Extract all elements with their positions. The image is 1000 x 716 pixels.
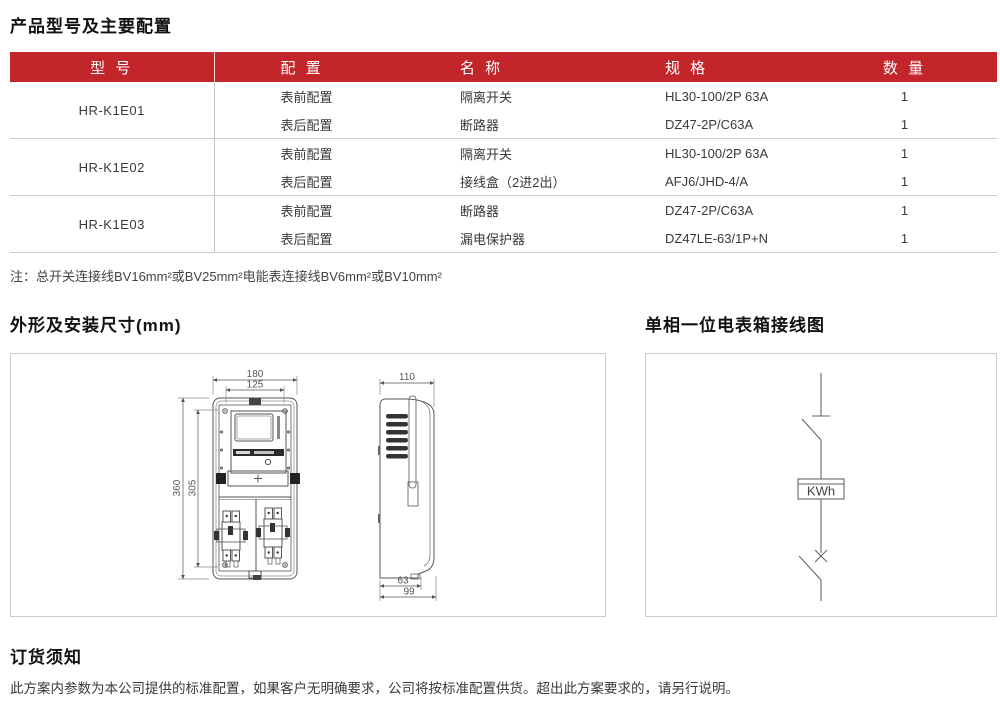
table-note: 注：总开关连接线BV16mm²或BV25mm²电能表连接线BV6mm²或BV10… xyxy=(10,269,442,284)
name-cell: 漏电保护器 xyxy=(440,224,645,253)
name-cell: 断路器 xyxy=(440,110,645,139)
spec-cell: DZ47-2P/C63A xyxy=(665,202,754,218)
qty-cell: 1 xyxy=(812,110,997,139)
breaker-switch-blade xyxy=(798,555,822,581)
name-cell: 隔离开关 xyxy=(460,146,513,162)
config-cell: 表后配置 xyxy=(214,224,440,253)
breaker-left xyxy=(214,510,248,568)
table-row: 表后配置 漏电保护器 DZ47LE-63/1P+N 1 xyxy=(10,224,997,253)
dimensions-section-title: 外形及安装尺寸(mm) xyxy=(10,316,182,335)
figure-section: 外形及安装尺寸(mm) 单相一位电表箱接线图 xyxy=(10,311,998,617)
dim-front-width-outer: 180 xyxy=(247,369,264,380)
table-row: 表后配置 接线盒（2进2出） AFJ6/JHD-4/A 1 xyxy=(10,167,997,196)
name-cell: 接线盒（2进2出） xyxy=(440,167,645,196)
dimension-drawing-box: 180 125 360 305 xyxy=(10,353,606,617)
col-header-spec: 规 格 xyxy=(645,52,812,82)
wiring-diagram-box: KWh xyxy=(645,353,997,617)
dim-front-height-inner: 305 xyxy=(188,479,199,496)
spec-table: 型 号 配 置 名 称 规 格 数 量 HR-K1E01 表前配置 隔离开关 H… xyxy=(10,52,997,253)
dim-front-height-outer: 360 xyxy=(172,479,183,496)
dim-side-bottom-outer: 99 xyxy=(403,587,415,598)
table-row: HR-K1E01 表前配置 隔离开关 HL30-100/2P 63A 1 xyxy=(10,82,997,139)
config-cell: 表前配置 xyxy=(280,203,333,219)
vent-louvers xyxy=(386,414,408,459)
name-cell: 断路器 xyxy=(460,203,500,219)
qty-cell: 1 xyxy=(900,88,909,104)
spec-cell: DZ47-2P/C63A xyxy=(645,110,812,139)
config-cell: 表后配置 xyxy=(214,110,440,139)
front-view-drawing xyxy=(212,397,300,580)
config-cell: 表前配置 xyxy=(280,89,333,105)
model-cell: HR-K1E02 xyxy=(10,138,215,196)
spec-cell: AFJ6/JHD-4/A xyxy=(645,167,812,196)
qty-cell: 1 xyxy=(812,224,997,253)
dim-side-bottom-inner: 63 xyxy=(397,576,409,587)
col-header-config: 配 置 xyxy=(214,52,440,82)
col-header-name: 名 称 xyxy=(440,52,645,82)
table-row: 表后配置 断路器 DZ47-2P/C63A 1 xyxy=(10,110,997,139)
side-view-drawing xyxy=(378,395,435,580)
dim-side-depth: 110 xyxy=(399,372,415,383)
model-cell: HR-K1E03 xyxy=(10,195,215,253)
breaker-right xyxy=(256,507,290,565)
name-cell: 隔离开关 xyxy=(460,89,513,105)
table-row: HR-K1E02 表前配置 隔离开关 HL30-100/2P 63A 1 xyxy=(10,138,997,196)
meter-front xyxy=(230,410,287,474)
front-view-dimensions xyxy=(178,376,298,580)
isolator-switch-blade xyxy=(801,418,822,441)
page-title: 产品型号及主要配置 xyxy=(10,17,172,36)
qty-cell: 1 xyxy=(900,145,909,161)
side-view-dimensions xyxy=(379,379,437,601)
qty-cell: 1 xyxy=(812,167,997,196)
order-note-text: 此方案内参数为本公司提供的标准配置，如果客户无明确要求，公司将按标准配置供货。超… xyxy=(10,681,739,696)
dim-front-width-inner: 125 xyxy=(247,380,264,391)
col-header-qty: 数 量 xyxy=(812,52,997,82)
datasheet-page: 产品型号及主要配置 型 号 配 置 名 称 规 格 数 量 HR-K1E01 表… xyxy=(10,17,998,697)
spec-cell: HL30-100/2P 63A xyxy=(665,88,769,104)
table-row: HR-K1E03 表前配置 断路器 DZ47-2P/C63A 1 xyxy=(10,195,997,253)
spec-cell: HL30-100/2P 63A xyxy=(665,145,769,161)
wiring-section-title: 单相一位电表箱接线图 xyxy=(645,316,825,335)
model-cell: HR-K1E01 xyxy=(10,82,215,139)
qty-cell: 1 xyxy=(900,202,909,218)
order-section: 订货须知 此方案内参数为本公司提供的标准配置，如果客户无明确要求，公司将按标准配… xyxy=(10,643,998,697)
config-cell: 表前配置 xyxy=(280,146,333,162)
col-header-model: 型 号 xyxy=(10,52,215,82)
wiring-diagram: KWh xyxy=(797,373,845,601)
spec-table-header: 型 号 配 置 名 称 规 格 数 量 xyxy=(10,52,997,82)
config-cell: 表后配置 xyxy=(214,167,440,196)
order-section-title: 订货须知 xyxy=(10,648,82,667)
spec-cell: DZ47LE-63/1P+N xyxy=(645,224,812,253)
kwh-label: KWh xyxy=(807,484,835,499)
dimension-drawing: 180 125 360 305 xyxy=(172,369,437,601)
